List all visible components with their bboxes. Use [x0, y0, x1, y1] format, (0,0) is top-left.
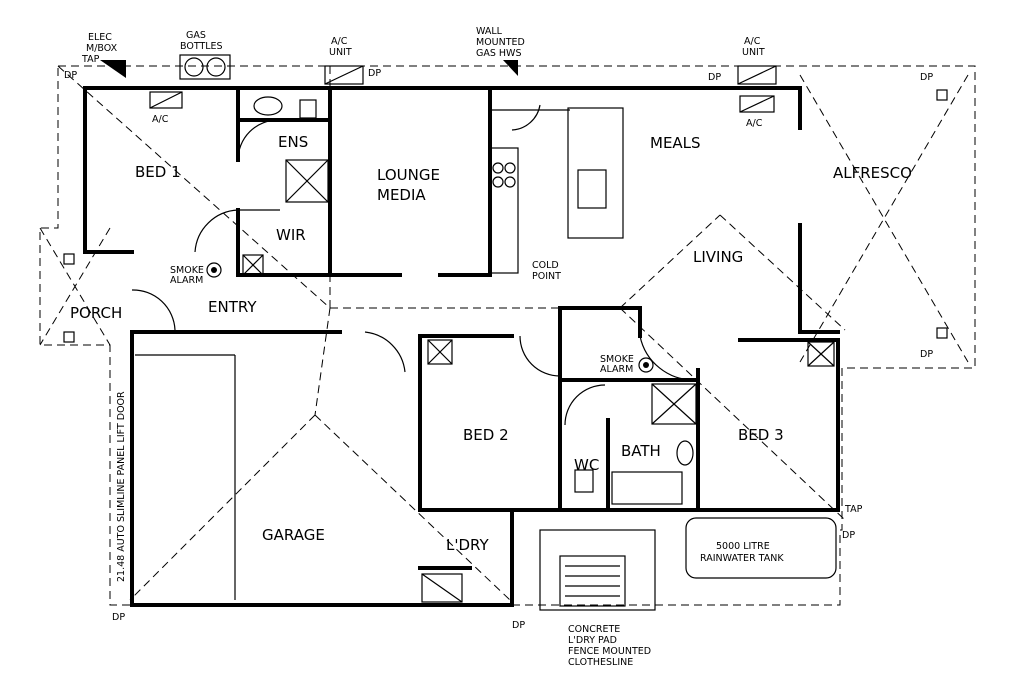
label-hws-2: MOUNTED — [476, 37, 525, 48]
label-pad-4: CLOTHESLINE — [568, 657, 633, 668]
label-ac-bed1: A/C — [152, 114, 169, 125]
room-label-wir: WIR — [276, 226, 306, 244]
room-label-bed1: BED 1 — [135, 163, 181, 181]
label-pad-3: FENCE MOUNTED — [568, 646, 651, 657]
room-label-garage: GARAGE — [262, 526, 325, 544]
label-dp-3: DP — [708, 72, 721, 83]
label-smoke-2: SMOKE — [600, 354, 634, 365]
label-tap-side: TAP — [844, 504, 863, 515]
label-dp-1: DP — [64, 70, 77, 81]
label-hws-1: WALL — [476, 26, 503, 37]
label-alarm-1: ALARM — [170, 275, 203, 286]
label-ac-unit-2: A/C — [744, 36, 761, 47]
room-label-alfresco: ALFRESCO — [833, 164, 912, 182]
room-label-wc: WC — [574, 456, 599, 474]
label-elec: ELEC — [88, 32, 112, 43]
label-smoke-1: SMOKE — [170, 265, 204, 276]
interior-walls — [236, 86, 840, 570]
label-ac-unit-1: A/C — [331, 36, 348, 47]
label-dp-2: DP — [368, 68, 381, 79]
label-ac-unit-2b: UNIT — [742, 47, 765, 58]
room-label-lounge: LOUNGE — [377, 166, 440, 184]
room-label-entry: ENTRY — [208, 298, 257, 316]
label-tap-top: TAP — [81, 54, 100, 65]
room-label-meals: MEALS — [650, 134, 701, 152]
label-gas: GAS — [186, 30, 206, 41]
label-dp-6: DP — [842, 530, 855, 541]
room-label-living: LIVING — [693, 248, 743, 266]
room-label-bed2: BED 2 — [463, 426, 509, 444]
room-label-bath: BATH — [621, 442, 661, 460]
label-alarm-2: ALARM — [600, 364, 633, 375]
label-ac-meals: A/C — [746, 118, 763, 129]
label-bottles: BOTTLES — [180, 41, 223, 52]
fixtures — [63, 54, 948, 611]
label-dp-8: DP — [512, 620, 525, 631]
room-label-bed3: BED 3 — [738, 426, 784, 444]
label-point: POINT — [532, 271, 561, 282]
label-cold: COLD — [532, 260, 559, 271]
label-dp-4: DP — [920, 72, 933, 83]
label-tank-1: 5000 LITRE — [716, 541, 770, 552]
label-tank-2: RAINWATER TANK — [700, 553, 784, 564]
label-pad-1: CONCRETE — [568, 624, 620, 635]
label-hws-3: GAS HWS — [476, 48, 521, 59]
exterior-walls — [83, 86, 840, 607]
label-garage-door: 21.48 AUTO SLIMLINE PANEL LIFT DOOR — [116, 391, 127, 582]
label-pad-2: L'DRY PAD — [568, 635, 617, 646]
room-label-media: MEDIA — [377, 186, 426, 204]
room-label-laundry: L'DRY — [446, 536, 489, 554]
label-dp-7: DP — [112, 612, 125, 623]
label-dp-5: DP — [920, 349, 933, 360]
room-label-ens: ENS — [278, 133, 308, 151]
smoke-alarms — [206, 262, 654, 373]
label-ac-unit-1b: UNIT — [329, 47, 352, 58]
meter-markers — [100, 60, 518, 78]
room-label-porch: PORCH — [70, 304, 122, 322]
roof-outline — [39, 65, 976, 606]
label-mbox: M/BOX — [86, 43, 118, 54]
